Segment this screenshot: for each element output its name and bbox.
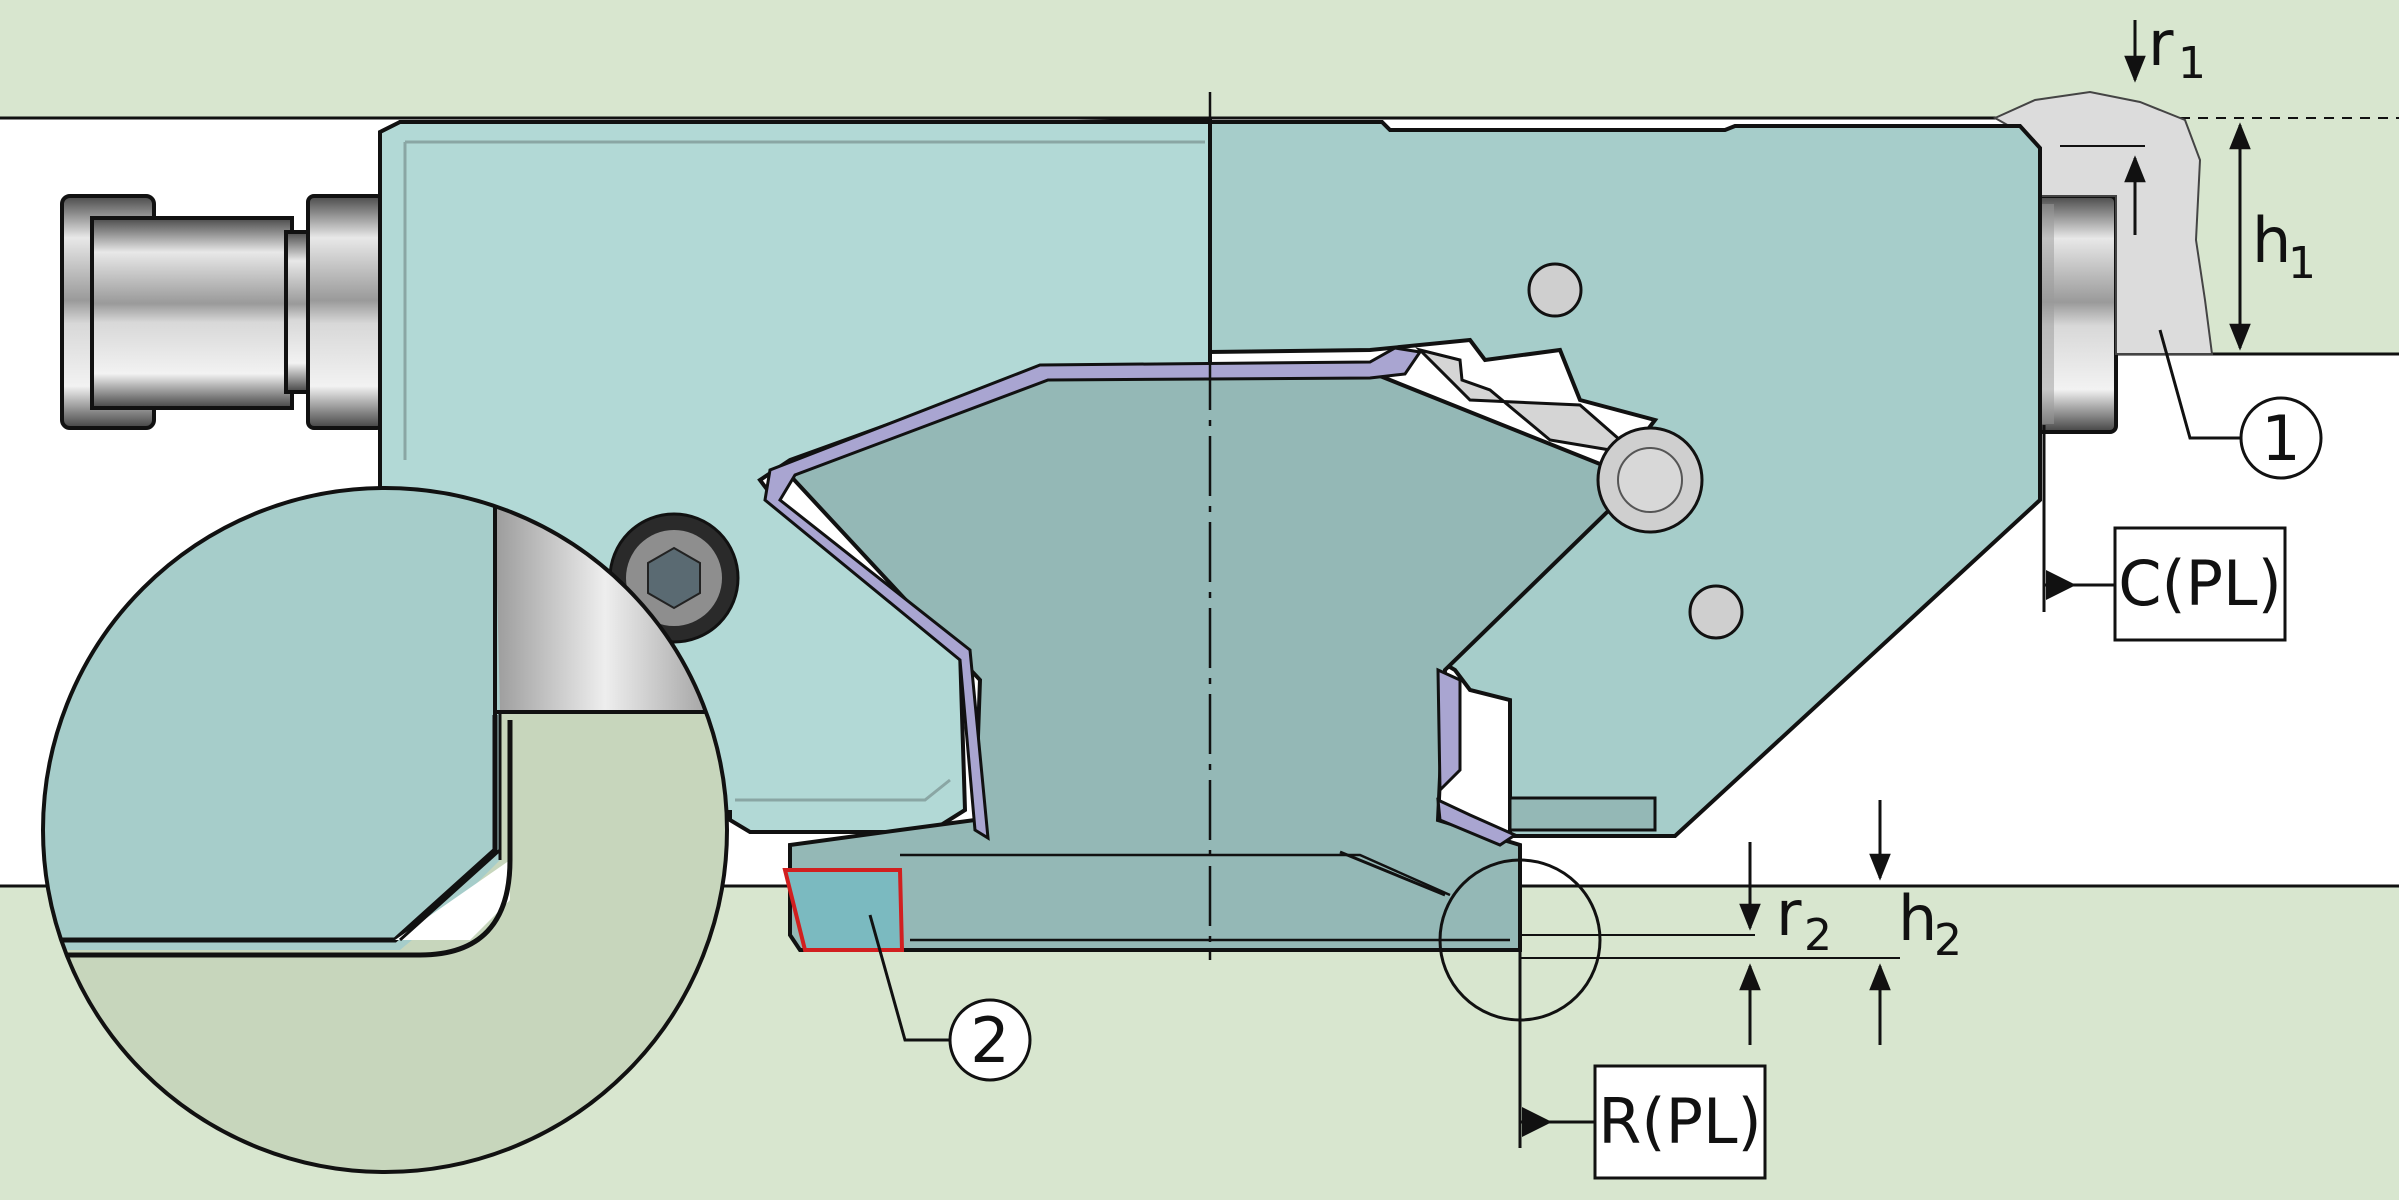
callout-2-number: 2	[970, 1004, 1009, 1077]
dimension-h1: h 1	[2229, 122, 2316, 351]
r1-label: r	[2148, 7, 2174, 80]
callout-1: 1	[2158, 329, 2323, 480]
detail-zoom-view	[41, 486, 729, 1174]
reference-part-1	[1992, 90, 2214, 355]
h1-subscript: 1	[2288, 238, 2316, 289]
end-seal-strip	[763, 346, 1423, 841]
seal-lip-right	[1436, 667, 1519, 847]
h1-label: h	[2252, 204, 2291, 277]
cutaway-inner-outline	[403, 140, 1205, 802]
reference-item-2	[782, 868, 905, 952]
r-pl-label: R(PL)	[1598, 1085, 1761, 1158]
r2-label: r	[1776, 877, 1802, 950]
top-mounting-surface	[0, 0, 2399, 118]
pivot-pin-inner	[1617, 447, 1683, 513]
seal-retainer	[1508, 796, 1657, 832]
reference-plane-r: R(PL)	[1518, 878, 1767, 1180]
retainer-clip	[1415, 347, 1623, 452]
side-screw	[2028, 194, 2118, 434]
r2-subscript: 2	[1804, 910, 1832, 961]
c-pl-label: C(PL)	[2118, 547, 2282, 620]
dimension-h2: h 2	[1869, 800, 1962, 1045]
r1-subscript: 1	[2178, 38, 2206, 89]
dimension-r2: r 2	[1520, 842, 1900, 1045]
callout-1-number: 1	[2261, 402, 2300, 475]
h2-subscript: 2	[1934, 915, 1962, 966]
lubrication-nipple	[60, 194, 402, 430]
reference-plane-c: C(PL)	[2042, 425, 2287, 642]
mounting-hole-upper	[1527, 262, 1583, 318]
detail-leader	[1339, 850, 1446, 897]
callout-2: 2	[868, 914, 1032, 1082]
mounting-hole-lower	[1688, 584, 1744, 640]
dimension-r1: r 1	[2060, 7, 2206, 235]
h2-label: h	[1898, 882, 1937, 955]
